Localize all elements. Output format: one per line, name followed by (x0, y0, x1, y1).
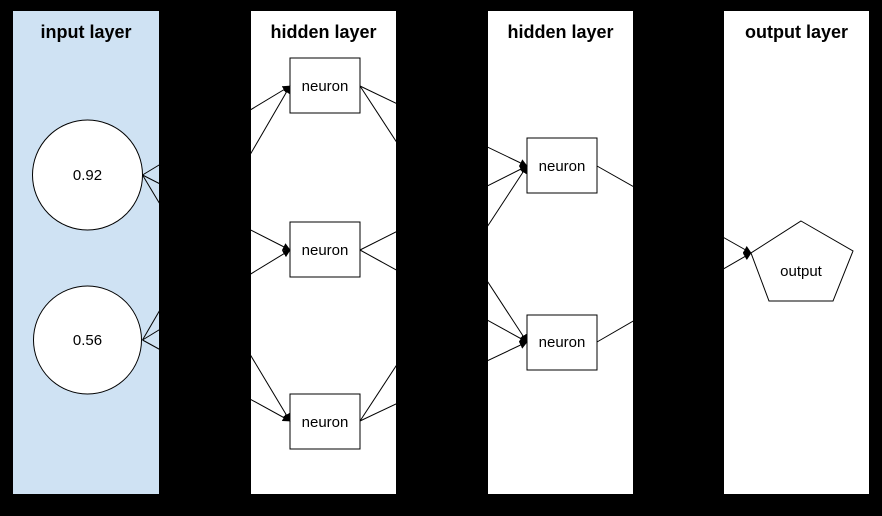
edge-input1-hidden1n1 (142, 85, 291, 176)
edge-hidden1n2-hidden2n2 (359, 249, 528, 343)
output-node-label: output (780, 263, 823, 280)
edge-input2-hidden1n2 (142, 249, 291, 341)
output-node-pentagon (750, 220, 854, 302)
input-node-2-label: 0.56 (73, 332, 102, 349)
edge-hidden1n1-hidden2n1 (359, 85, 528, 167)
hidden2-neuron-2-label: neuron (539, 334, 586, 351)
edge-hidden1n2-hidden2n1 (359, 165, 528, 251)
edge-hidden1n3-hidden2n1 (359, 165, 528, 422)
hidden-layer-2-title: hidden layer (507, 22, 613, 42)
edge-hidden2n1-output (596, 165, 752, 254)
input-node-2 (33, 285, 142, 395)
input-node-1-label: 0.92 (73, 167, 102, 184)
hidden1-neuron-1-label: neuron (302, 78, 349, 95)
edge-input1-hidden1n3 (142, 174, 291, 422)
hidden2-neuron-1-node (526, 137, 598, 194)
edge-input2-hidden1n1 (142, 85, 291, 341)
edge-hidden1n1-hidden2n2 (359, 85, 528, 343)
hidden1-neuron-2-label: neuron (302, 242, 349, 259)
edge-hidden2n2-output (596, 252, 752, 343)
hidden2-neuron-2-node (526, 314, 598, 371)
hidden2-neuron-1-label: neuron (539, 158, 586, 175)
input-layer-panel (13, 11, 159, 494)
input-layer-title: input layer (40, 22, 131, 42)
output-layer-title: output layer (745, 22, 848, 42)
edge-input2-hidden1n3 (142, 339, 291, 422)
hidden-layer-1-title: hidden layer (270, 22, 376, 42)
hidden-layer-2-panel (488, 11, 633, 494)
hidden1-neuron-3-node (289, 393, 361, 450)
edge-hidden1n3-hidden2n2 (359, 341, 528, 422)
hidden1-neuron-3-label: neuron (302, 414, 349, 431)
